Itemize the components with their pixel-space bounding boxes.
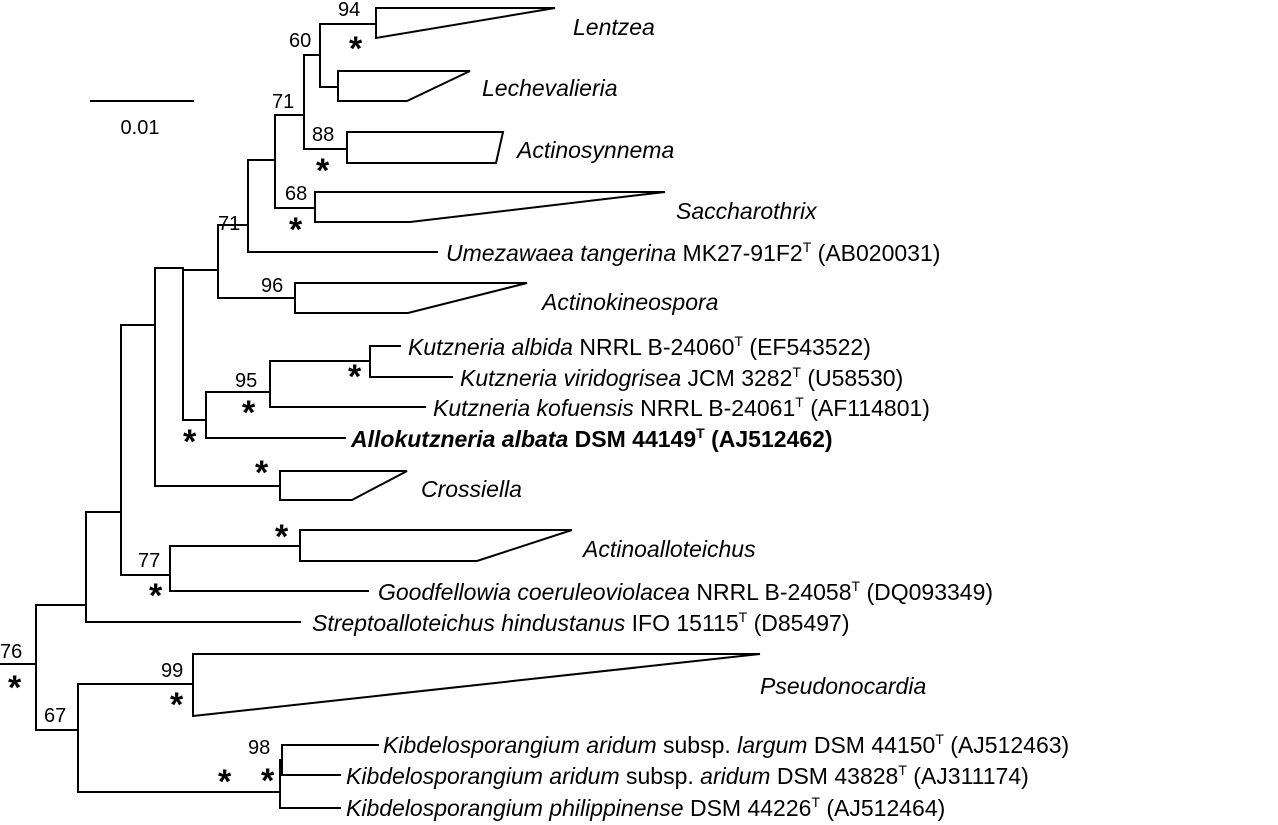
clade-label-lechevalieria: Lechevalieria <box>482 75 618 101</box>
taxon-label-kutzneria-viridogrisea: Kutzneria viridogrisea JCM 3282T (U58530… <box>460 364 903 391</box>
clade-label-actinokineospora: Actinokineospora <box>540 289 718 315</box>
taxon-label-allokutzneria-albata: Allokutzneria albata DSM 44149T (AJ51246… <box>350 425 833 452</box>
taxon-label-umezawaea: Umezawaea tangerina MK27-91F2T (AB020031… <box>446 239 940 266</box>
clade-triangle-crossiella <box>279 470 408 501</box>
taxon-label-goodfellowia: Goodfellowia coeruleoviolacea NRRL B-240… <box>378 578 993 605</box>
asterisk-marker: * <box>8 669 22 707</box>
collapsed-clades <box>192 7 761 718</box>
taxon-label-kibdelosporangium-philippinense: Kibdelosporangium philippinense DSM 4422… <box>346 794 945 821</box>
tree-branches <box>0 23 453 809</box>
taxon-labels: Umezawaea tangerina MK27-91F2T (AB020031… <box>312 239 1069 821</box>
clade-triangle-pseudonocardia <box>192 653 761 718</box>
bootstrap-label: 76 <box>0 641 22 663</box>
bootstrap-label: 99 <box>161 660 183 682</box>
node-282 <box>281 744 379 776</box>
asterisk-marker: * <box>149 577 163 615</box>
clade-triangle-lentzea <box>375 7 556 40</box>
bootstrap-label: 71 <box>218 213 240 235</box>
asterisk-marker: * <box>255 454 269 492</box>
scale-bar-label: 0.01 <box>121 117 160 139</box>
clade-label-crossiella: Crossiella <box>421 476 522 502</box>
node-280 <box>279 759 341 809</box>
bootstrap-label: 71 <box>272 91 294 113</box>
bootstrap-label: 98 <box>248 737 270 759</box>
asterisk-marker: * <box>218 763 232 801</box>
node-370 <box>369 345 453 378</box>
node-121 <box>120 324 171 576</box>
taxon-label-kibdelosporangium-largum: Kibdelosporangium aridum subsp. largum D… <box>383 731 1069 758</box>
clade-triangle-actinokineospora <box>294 282 528 314</box>
bootstrap-label: 60 <box>289 30 311 52</box>
node-248 <box>247 159 438 253</box>
clade-label-pseudonocardia: Pseudonocardia <box>760 673 926 699</box>
bootstrap-label: 88 <box>312 124 334 146</box>
asterisk-marker: * <box>170 686 184 724</box>
clade-triangle-actinosynnema <box>346 131 505 164</box>
asterisk-marker: * <box>261 762 275 800</box>
upper-group-branches <box>35 511 301 623</box>
clade-label-saccharothrix: Saccharothrix <box>676 198 818 224</box>
taxon-label-kutzneria-kofuensis: Kutzneria kofuensis NRRL B-24061T (AF114… <box>433 394 930 421</box>
support-markers: * * * * * * * * * * * * * <box>8 30 363 801</box>
node-270 <box>269 360 426 408</box>
node-206 <box>205 391 346 439</box>
asterisk-marker: * <box>183 423 197 461</box>
clade-triangle-saccharothrix <box>314 191 666 223</box>
node-275 <box>274 114 316 209</box>
node-218 <box>217 224 296 299</box>
node-183 <box>182 269 219 421</box>
asterisk-marker: * <box>242 394 256 432</box>
asterisk-marker: * <box>349 30 363 68</box>
scale-bar: 0.01 <box>90 100 194 139</box>
taxon-label-kutzneria-albida: Kutzneria albida NRRL B-24060T (EF543522… <box>408 333 871 360</box>
clade-triangle-actinoalloteichus <box>299 529 573 562</box>
asterisk-marker: * <box>289 211 303 249</box>
clade-labels: Lentzea Lechevalieria Actinosynnema Sacc… <box>421 14 926 699</box>
bootstrap-values: 94 60 71 88 68 71 96 95 77 76 99 67 98 <box>0 0 360 759</box>
lower-group-branches <box>35 683 281 793</box>
clade-label-actinosynnema: Actinosynnema <box>515 137 674 163</box>
bootstrap-label: 77 <box>138 550 160 572</box>
asterisk-marker: * <box>348 358 362 396</box>
clade-label-actinoalloteichus: Actinoalloteichus <box>581 536 756 562</box>
bootstrap-label: 96 <box>261 275 283 297</box>
clade-triangle-lechevalieria <box>337 70 471 102</box>
bootstrap-label: 94 <box>338 0 360 21</box>
bootstrap-label: 68 <box>285 183 307 205</box>
asterisk-marker: * <box>275 518 289 556</box>
node-320 <box>319 23 377 88</box>
taxon-label-kibdelosporangium-aridum: Kibdelosporangium aridum subsp. aridum D… <box>346 762 1029 789</box>
bootstrap-label: 95 <box>235 370 257 392</box>
node-170 <box>169 545 369 592</box>
node-304 <box>303 54 348 150</box>
node-155 <box>154 267 281 487</box>
bootstrap-label: 67 <box>44 705 66 727</box>
asterisk-marker: * <box>316 152 330 190</box>
clade-label-lentzea: Lentzea <box>573 14 655 40</box>
taxon-label-streptoalloteichus: Streptoalloteichus hindustanus IFO 15115… <box>312 609 849 636</box>
